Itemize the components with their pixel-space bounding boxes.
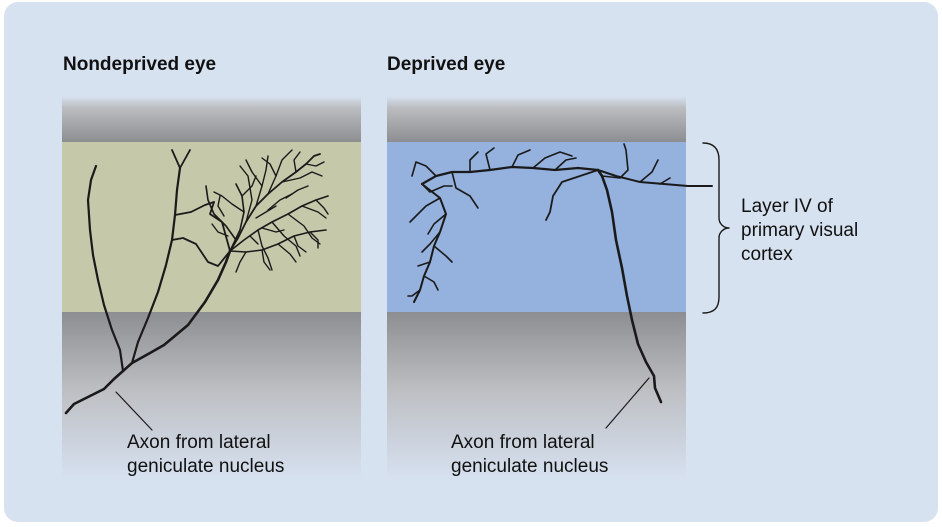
label-line: Layer IV of bbox=[741, 195, 858, 219]
label-line: geniculate nucleus bbox=[451, 455, 608, 479]
label-line: cortex bbox=[741, 243, 858, 267]
deprived-cortex-column bbox=[387, 96, 686, 482]
label-line: primary visual bbox=[741, 219, 858, 243]
layer-iv-bracket bbox=[703, 143, 729, 313]
label-line: geniculate nucleus bbox=[127, 455, 284, 479]
label-axon-deprived: Axon from lateral geniculate nucleus bbox=[451, 431, 608, 479]
upper-cortex-band-right bbox=[387, 96, 686, 142]
label-layer-iv: Layer IV of primary visual cortex bbox=[741, 195, 858, 267]
title-deprived-eye: Deprived eye bbox=[387, 54, 505, 76]
title-nondeprived-eye: Nondeprived eye bbox=[63, 54, 216, 76]
label-line: Axon from lateral bbox=[451, 431, 608, 455]
label-line: Axon from lateral bbox=[127, 431, 284, 455]
label-axon-nondeprived: Axon from lateral geniculate nucleus bbox=[127, 431, 284, 479]
layer-iv-region-nondeprived bbox=[62, 142, 361, 312]
upper-cortex-band-left bbox=[62, 96, 361, 142]
